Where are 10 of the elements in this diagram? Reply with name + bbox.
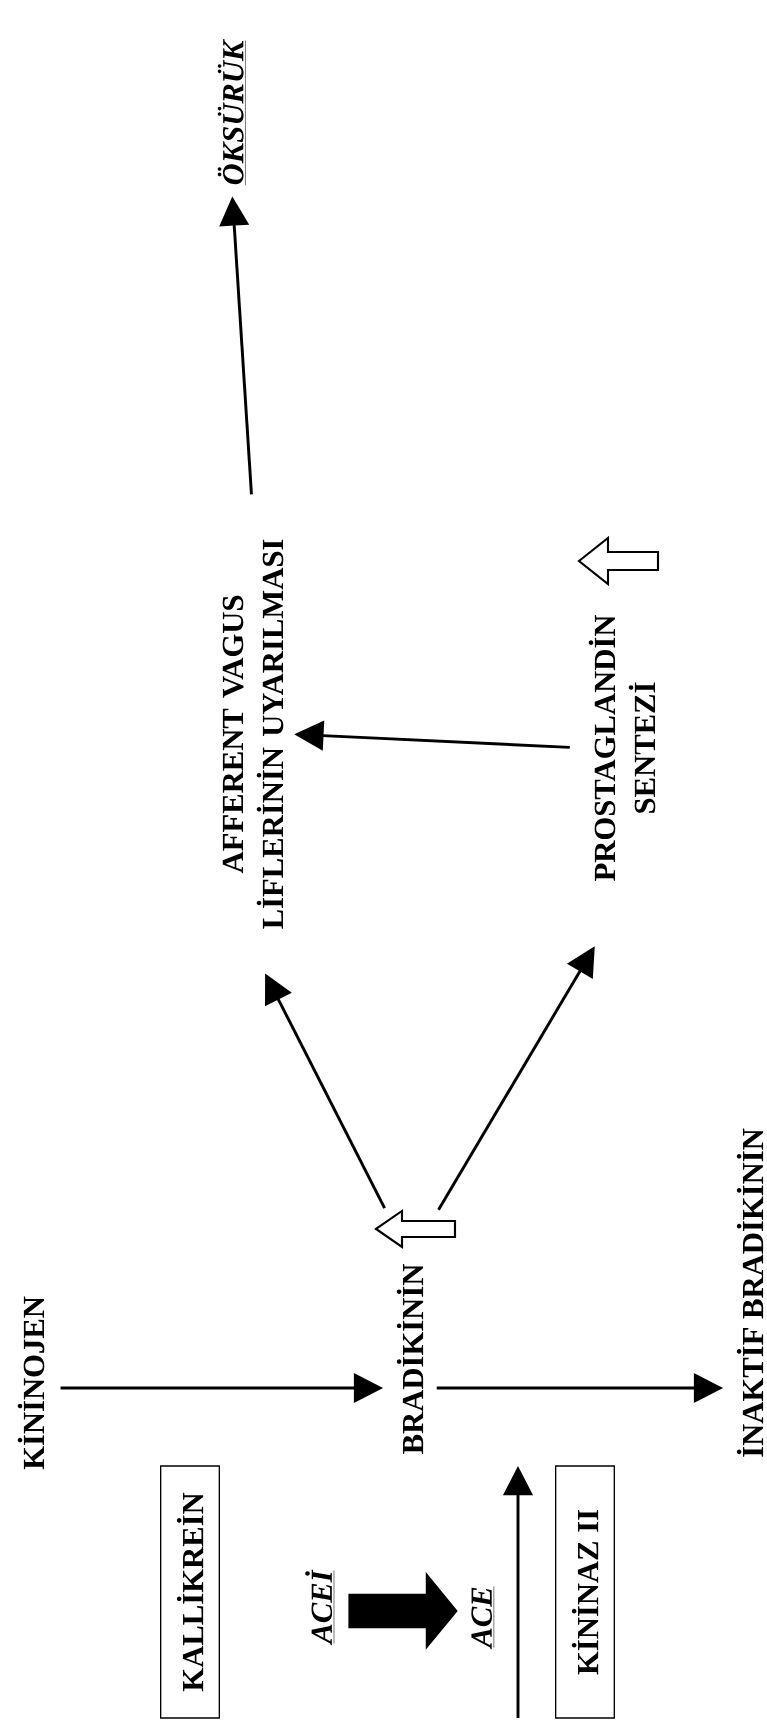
substance-label: KİNİNOJEN	[17, 1296, 45, 1470]
enzyme-box: KİNİNAZ II	[555, 1465, 615, 1719]
inhibitor-label: ACEİ	[305, 1569, 335, 1646]
result-label: ÖKSÜRÜK	[217, 38, 246, 186]
substance-label: BRADİKİNİN	[396, 1264, 424, 1454]
enzyme-box: KALLİKREİN	[160, 1465, 220, 1719]
process-label: AFFERENT VAGUS LİFLERİNİN UYARILMASI	[222, 539, 284, 929]
enzyme-label: ACE	[471, 1586, 495, 1650]
process-label: PROSTAGLANDİN SENTEZİ	[588, 614, 656, 881]
substance-label: İNAKTİF BRADİKİNİN	[736, 1128, 764, 1457]
